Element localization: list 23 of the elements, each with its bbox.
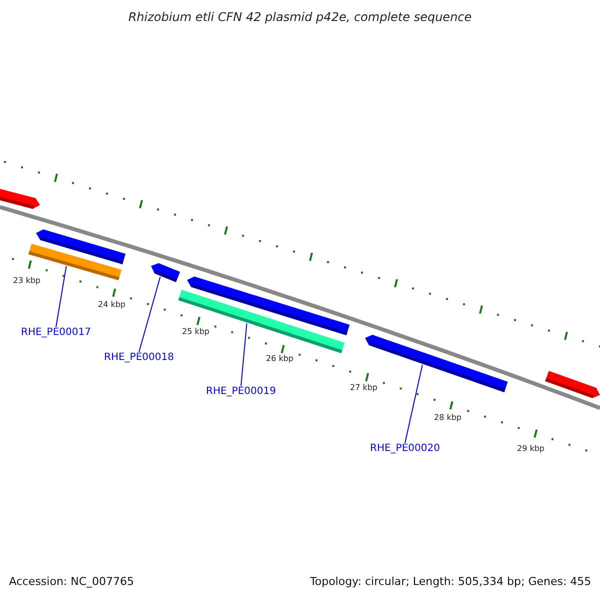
leader-line bbox=[240, 323, 248, 386]
gene-feature bbox=[365, 334, 508, 392]
gene-feature bbox=[151, 263, 180, 282]
gene-label: RHE_PE00017 bbox=[21, 327, 91, 338]
scale-label: 25 kbp bbox=[182, 327, 210, 336]
leader-line bbox=[138, 276, 161, 352]
scale-label: 29 kbp bbox=[517, 444, 545, 453]
gene-label: RHE_PE00020 bbox=[370, 443, 440, 454]
leader-line bbox=[404, 364, 423, 444]
leader-line bbox=[56, 266, 67, 328]
diagram-title: Rhizobium etli CFN 42 plasmid p42e, complete sequence bbox=[127, 10, 473, 24]
gene-label: RHE_PE00019 bbox=[206, 386, 276, 397]
scale-label: 28 kbp bbox=[434, 413, 462, 422]
scale-label: 23 kbp bbox=[13, 276, 41, 285]
scale-label: 27 kbp bbox=[350, 383, 378, 392]
accession-note: Accession: NC_007765 bbox=[9, 575, 134, 588]
gene-bar bbox=[178, 290, 345, 354]
gene-feature bbox=[0, 186, 40, 209]
gene-label: RHE_PE00018 bbox=[104, 352, 174, 363]
scale-label: 24 kbp bbox=[98, 300, 126, 309]
sequence-info-note: Topology: circular; Length: 505,334 bp; Genes: 455 bbox=[310, 575, 592, 588]
scale-label: 26 kbp bbox=[266, 354, 294, 363]
gene-feature bbox=[545, 370, 600, 398]
